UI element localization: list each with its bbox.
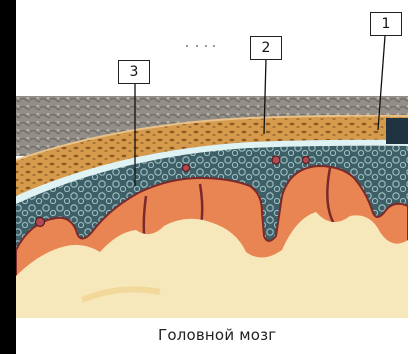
- sinus-region: [386, 118, 408, 144]
- label-3: 3: [118, 60, 150, 84]
- left-border-bar: [0, 0, 16, 354]
- label-1: 1: [370, 12, 402, 36]
- label-2: 2: [250, 36, 282, 60]
- faint-marks: [186, 45, 215, 47]
- brain-caption: Головной мозг: [158, 326, 276, 344]
